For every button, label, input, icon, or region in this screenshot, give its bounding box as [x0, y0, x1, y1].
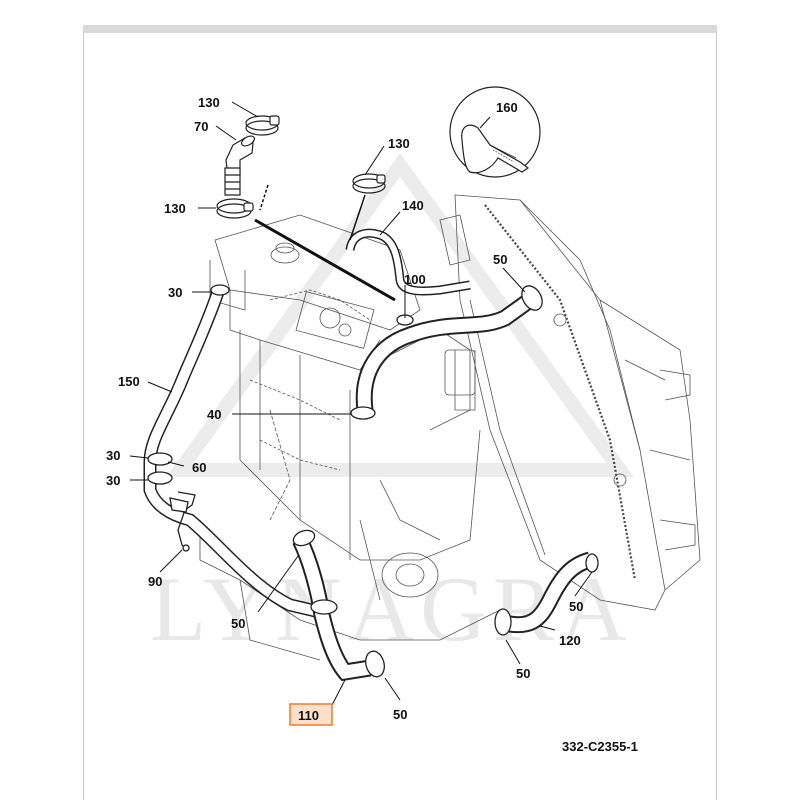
- clamp-30-top: [210, 284, 230, 296]
- callout-50: 50: [516, 666, 530, 681]
- clamp-50-hose120-right: [585, 553, 599, 573]
- clamp-50-hose110-mid: [310, 599, 338, 615]
- clamp-50-upper: [521, 285, 543, 311]
- callout-60: 60: [192, 460, 206, 475]
- callout-90: 90: [148, 574, 162, 589]
- clamp-30-mid: [147, 452, 173, 466]
- callout-leaders: [129, 101, 593, 706]
- callout-130: 130: [198, 95, 220, 110]
- viewer-top-bar: [83, 25, 717, 33]
- clamp-50-hose110-end: [365, 650, 385, 678]
- callout-160: 160: [496, 100, 518, 115]
- diagram-area: [83, 33, 717, 800]
- callout-30: 30: [168, 285, 182, 300]
- callout-110-highlight: [289, 703, 333, 726]
- callout-50: 50: [393, 707, 407, 722]
- callout-70: 70: [194, 119, 208, 134]
- clamp-50-hose110-top: [292, 529, 316, 547]
- exploded-parts-left: [216, 115, 386, 219]
- callout-labels: 130 70 130 130 160 140 100 50 30 150 40 …: [106, 95, 583, 726]
- projection-lines: [254, 184, 396, 302]
- callout-40: 40: [207, 407, 221, 422]
- detail-circle-160: [449, 86, 541, 178]
- callout-100: 100: [404, 272, 426, 287]
- callout-140: 140: [402, 198, 424, 213]
- clamp-30-low: [147, 471, 173, 485]
- callout-120: 120: [559, 633, 581, 648]
- radiator: [439, 194, 701, 611]
- callout-30: 30: [106, 448, 120, 463]
- callout-50: 50: [493, 252, 507, 267]
- clamp-50-hose120-left: [494, 608, 512, 636]
- callout-130: 130: [388, 136, 410, 151]
- callout-130: 130: [164, 201, 186, 216]
- bracket-60: [169, 491, 196, 552]
- callout-50: 50: [569, 599, 583, 614]
- callout-110: 110: [298, 708, 319, 723]
- clamp-40: [350, 406, 376, 420]
- callout-50: 50: [231, 616, 245, 631]
- reference-code: 332-C2355-1: [562, 739, 638, 754]
- callout-30: 30: [106, 473, 120, 488]
- callout-150: 150: [118, 374, 140, 389]
